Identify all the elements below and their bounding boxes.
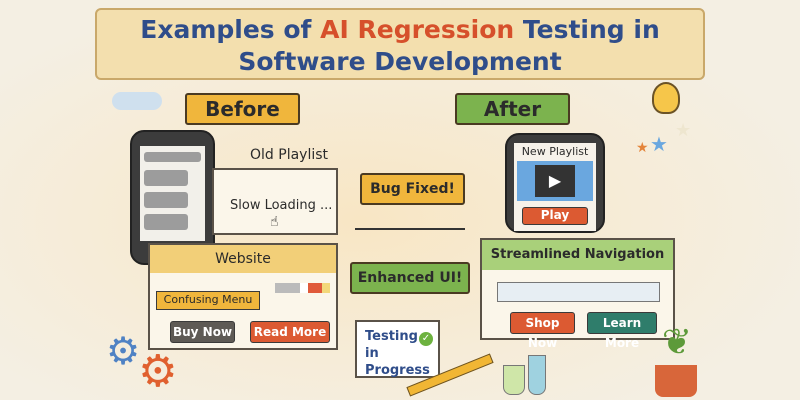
star-icon: ★	[636, 140, 649, 156]
new-phone: New Playlist ▶ Play	[505, 133, 605, 233]
website-header: Website	[150, 245, 336, 273]
flask-icon	[503, 365, 525, 395]
star-icon: ★	[675, 120, 692, 141]
streamlined-header: Streamlined Navigation	[482, 240, 673, 270]
star-icon: ★	[650, 132, 668, 156]
phone-screen: New Playlist ▶ Play	[514, 143, 596, 231]
note-text: Testing	[365, 329, 418, 344]
note-text: in Progress	[365, 346, 430, 378]
play-icon[interactable]: ▶	[535, 165, 575, 197]
learn-more-button[interactable]: Learn More	[587, 312, 657, 350]
shop-now-button[interactable]: Shop Now	[510, 312, 575, 350]
buy-now-button[interactable]: Buy Now	[170, 321, 235, 343]
lightbulb-icon	[652, 82, 680, 114]
after-ribbon: After	[455, 93, 570, 125]
cloud-icon	[112, 92, 162, 110]
old-playlist-label: Old Playlist	[250, 147, 329, 163]
streamlined-panel: Streamlined Navigation Shop Now Learn Mo…	[480, 238, 675, 350]
title-text: Examples of	[140, 15, 321, 44]
old-phone	[130, 130, 215, 265]
slow-loading-box: Slow Loading ... ☝	[212, 168, 338, 235]
testing-note: Testing in Progress ✓	[355, 320, 440, 378]
arrow-icon	[355, 228, 465, 230]
gear-icon: ⚙	[106, 329, 141, 373]
title-line2: Software Development	[238, 47, 562, 76]
enhanced-ui-ribbon: Enhanced UI!	[350, 262, 470, 294]
flask-icon	[528, 355, 546, 395]
confusing-menu[interactable]: Confusing Menu	[156, 291, 260, 310]
read-more-button[interactable]: Read More	[250, 321, 330, 343]
title-text: Testing in	[514, 15, 660, 44]
plant-icon: ❦	[661, 322, 693, 363]
nav-bar[interactable]	[497, 282, 660, 302]
before-ribbon: Before	[185, 93, 300, 125]
title-banner: Examples of AI Regression Testing in Sof…	[95, 8, 705, 80]
gear-icon: ⚙	[138, 346, 178, 397]
slow-loading-text: Slow Loading ...	[230, 198, 333, 213]
hand-cursor-icon: ☝	[270, 214, 279, 230]
new-playlist-label: New Playlist	[521, 145, 589, 158]
phone-screen	[140, 146, 205, 241]
plant-pot	[655, 365, 697, 397]
video-thumbnail[interactable]: ▶	[517, 161, 593, 201]
bug-fixed-ribbon: Bug Fixed!	[360, 173, 465, 205]
play-button[interactable]: Play	[522, 207, 588, 225]
website-panel: Website Confusing Menu Buy Now Read More	[148, 243, 338, 350]
checkmark-icon: ✓	[419, 332, 433, 346]
title-highlight: AI Regression	[320, 15, 515, 44]
